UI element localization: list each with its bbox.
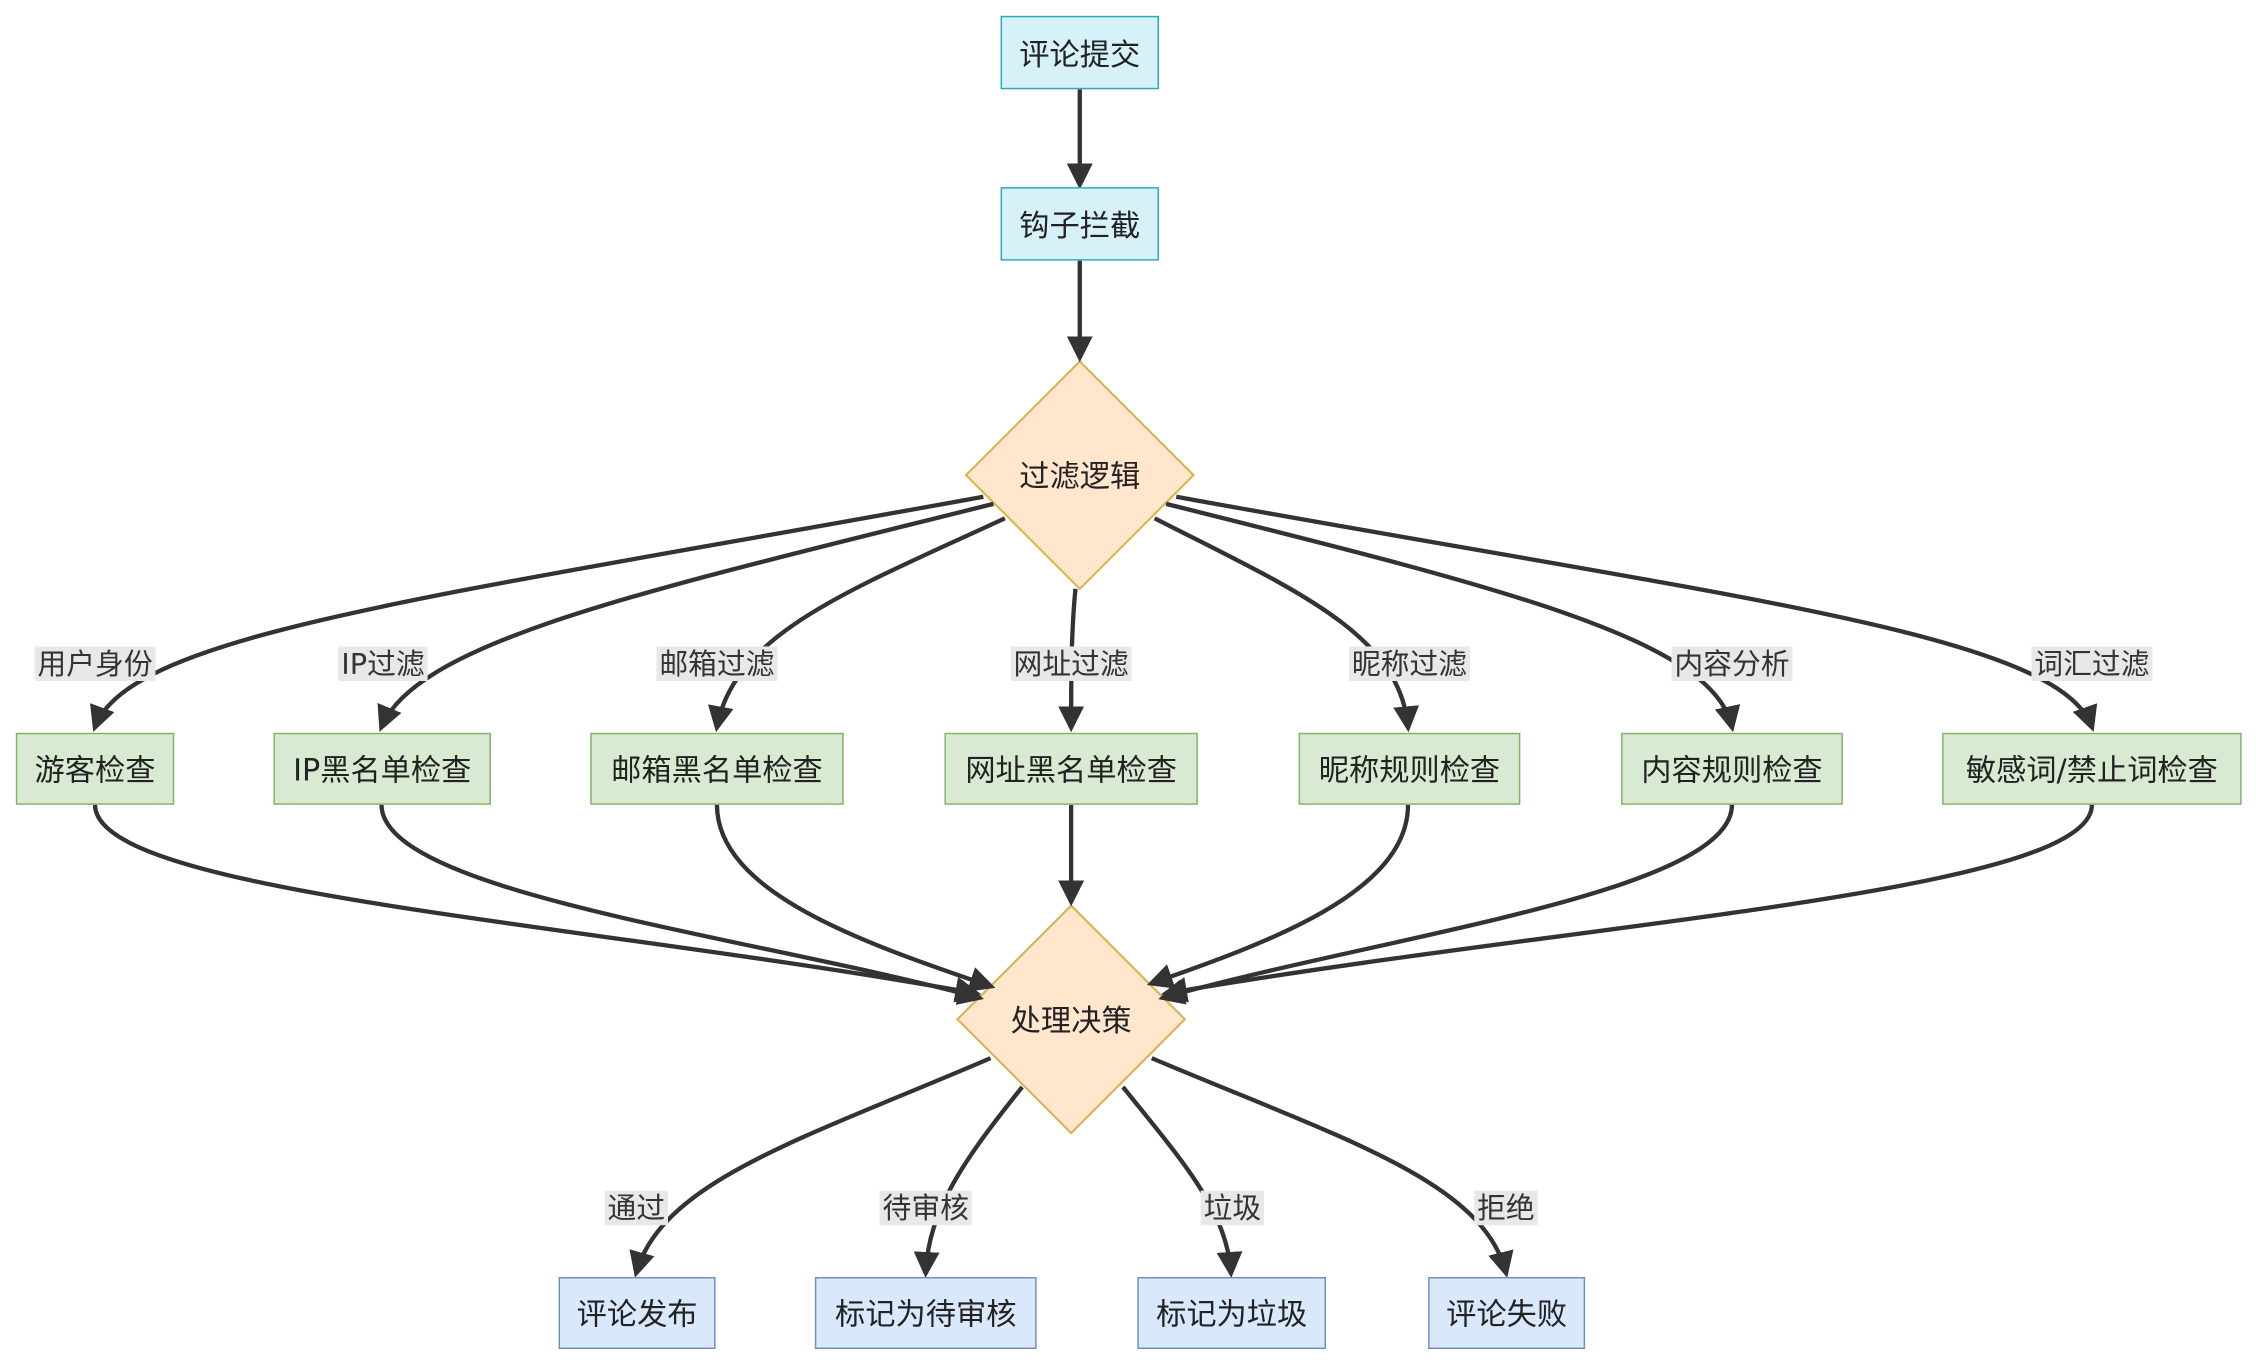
edge-nick-decision	[1146, 804, 1411, 989]
edge-content-decision	[1158, 804, 1735, 1005]
decision-label: 处理决策	[1010, 1003, 1132, 1039]
guest-check-node[interactable]: 游客检查	[15, 732, 175, 805]
edge-label-review: 待审核	[879, 1190, 972, 1226]
ip-check-node[interactable]: IP黑名单检查	[273, 732, 491, 805]
edge-filter-nick	[1153, 516, 1420, 733]
filter-logic-diamond[interactable]	[964, 359, 1196, 591]
spam-node[interactable]: 标记为垃圾	[1137, 1277, 1326, 1349]
edge-email-decision	[714, 804, 996, 992]
nick-check-node[interactable]: 昵称规则检查	[1298, 732, 1521, 805]
edge-label-identity: 用户身份	[34, 646, 156, 681]
word-check-label: 敏感词/禁止词检查	[1965, 752, 2218, 788]
edge-label-ip: IP过滤	[338, 646, 428, 681]
fail-node[interactable]: 评论失败	[1428, 1277, 1586, 1349]
filter-logic-label: 过滤逻辑	[1019, 459, 1141, 494]
edge-word-decision	[1161, 804, 2095, 1003]
pending-node[interactable]: 标记为待审核	[814, 1277, 1037, 1349]
content-check-label: 内容规则检查	[1641, 752, 1823, 788]
pending-label: 标记为待审核	[835, 1297, 1017, 1332]
hook-node[interactable]: 钩子拦截	[1000, 187, 1159, 261]
email-check-node[interactable]: 邮箱黑名单检查	[590, 732, 844, 805]
submit-node[interactable]: 评论提交	[1000, 15, 1159, 90]
publish-node[interactable]: 评论发布	[558, 1277, 716, 1349]
email-check-label: 邮箱黑名单检查	[611, 752, 823, 788]
edge-label-email: 邮箱过滤	[656, 646, 778, 681]
submit-label: 评论提交	[1019, 36, 1141, 72]
edge-filter-word	[1175, 494, 2098, 732]
edge-decision-fail	[1150, 1056, 1514, 1278]
content-check-node[interactable]: 内容规则检查	[1621, 732, 1843, 805]
spam-label: 标记为垃圾	[1156, 1297, 1308, 1332]
publish-label: 评论发布	[576, 1297, 698, 1332]
edge-filter-guest	[90, 494, 984, 732]
edge-label-word: 词汇过滤	[2031, 646, 2153, 681]
edge-filter-content	[1165, 501, 1741, 733]
edge-label-url: 网址过滤	[1010, 646, 1132, 681]
fail-label: 评论失败	[1446, 1297, 1568, 1332]
edge-filter-email	[708, 516, 1006, 733]
url-check-node[interactable]: 网址黑名单检查	[944, 732, 1198, 805]
url-check-label: 网址黑名单检查	[965, 752, 1177, 788]
hook-label: 钩子拦截	[1019, 208, 1141, 243]
edge-decision-spam	[1121, 1085, 1243, 1278]
edge-guest-decision	[92, 804, 982, 1003]
edge-label-nick: 昵称过滤	[1348, 646, 1470, 681]
edge-label-garbage: 垃圾	[1200, 1190, 1265, 1226]
nick-check-label: 昵称规则检查	[1318, 752, 1501, 788]
edge-label-reject: 拒绝	[1474, 1190, 1538, 1226]
edge-label-pass: 通过	[604, 1190, 669, 1226]
edge-ip-decision	[379, 804, 985, 1005]
edge-filter-ip	[377, 501, 994, 732]
word-check-node[interactable]: 敏感词/禁止词检查	[1942, 732, 2242, 805]
edge-label-content: 内容分析	[1671, 646, 1793, 681]
edge-decision-pending	[913, 1085, 1024, 1278]
ip-check-label: IP黑名单检查	[293, 752, 472, 788]
guest-check-label: 游客检查	[34, 752, 156, 788]
edge-decision-publish	[629, 1056, 992, 1278]
